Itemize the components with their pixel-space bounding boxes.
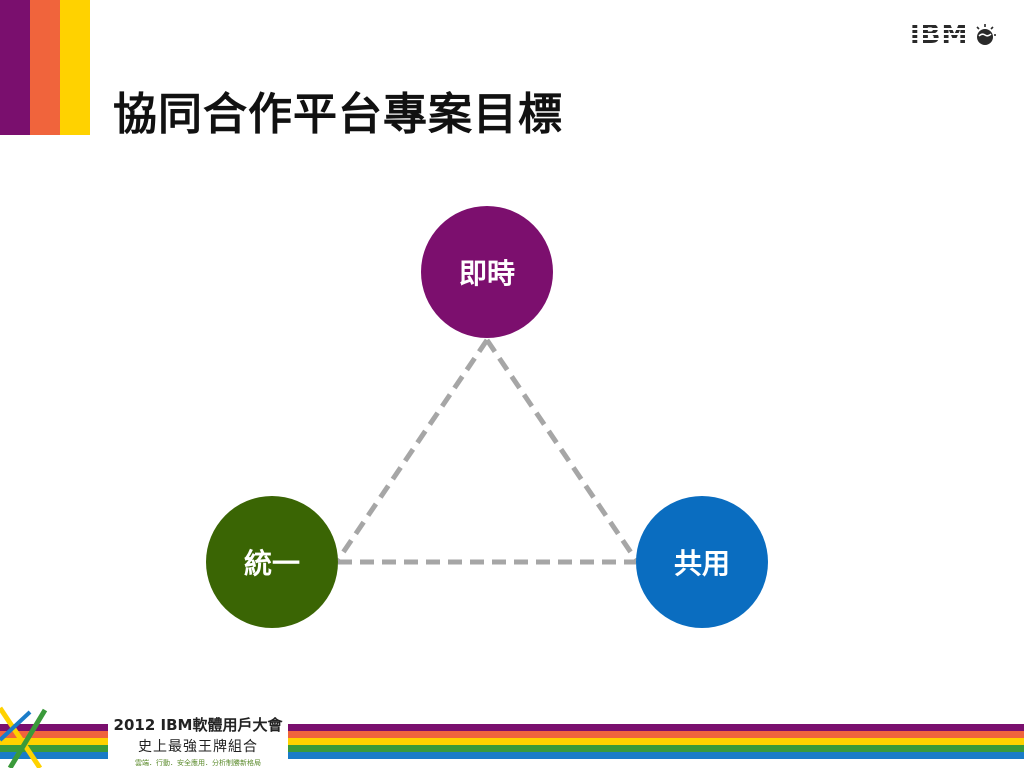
connector-top-left (335, 338, 490, 562)
node-unified-label: 統一 (243, 547, 300, 580)
node-shared: 共用 (636, 496, 768, 628)
footer-stripes (0, 706, 1024, 768)
node-unified: 統一 (206, 496, 338, 628)
accent-stripe-purple (0, 0, 30, 135)
accent-stripe-yellow (60, 0, 90, 135)
logo-text: IBM (910, 20, 969, 50)
slide-title: 協同合作平台專案目標 (113, 89, 563, 140)
node-realtime: 即時 (421, 206, 553, 338)
event-tagline: 雲端．行動．安全應用．分析制勝新格局 (135, 759, 261, 767)
accent-stripe-orange (30, 0, 60, 135)
node-realtime-label: 即時 (458, 257, 515, 290)
event-title: 2012 IBM軟體用戶大會 (113, 716, 283, 734)
node-shared-label: 共用 (673, 547, 730, 580)
globe-icon (976, 24, 997, 45)
event-subtitle: 史上最強王牌組合 (138, 739, 258, 755)
ibm-logo: IBM (910, 18, 1005, 52)
connector-top-right (484, 338, 639, 562)
event-badge: 2012 IBM軟體用戶大會 史上最強王牌組合 雲端．行動．安全應用．分析制勝新… (108, 711, 288, 768)
